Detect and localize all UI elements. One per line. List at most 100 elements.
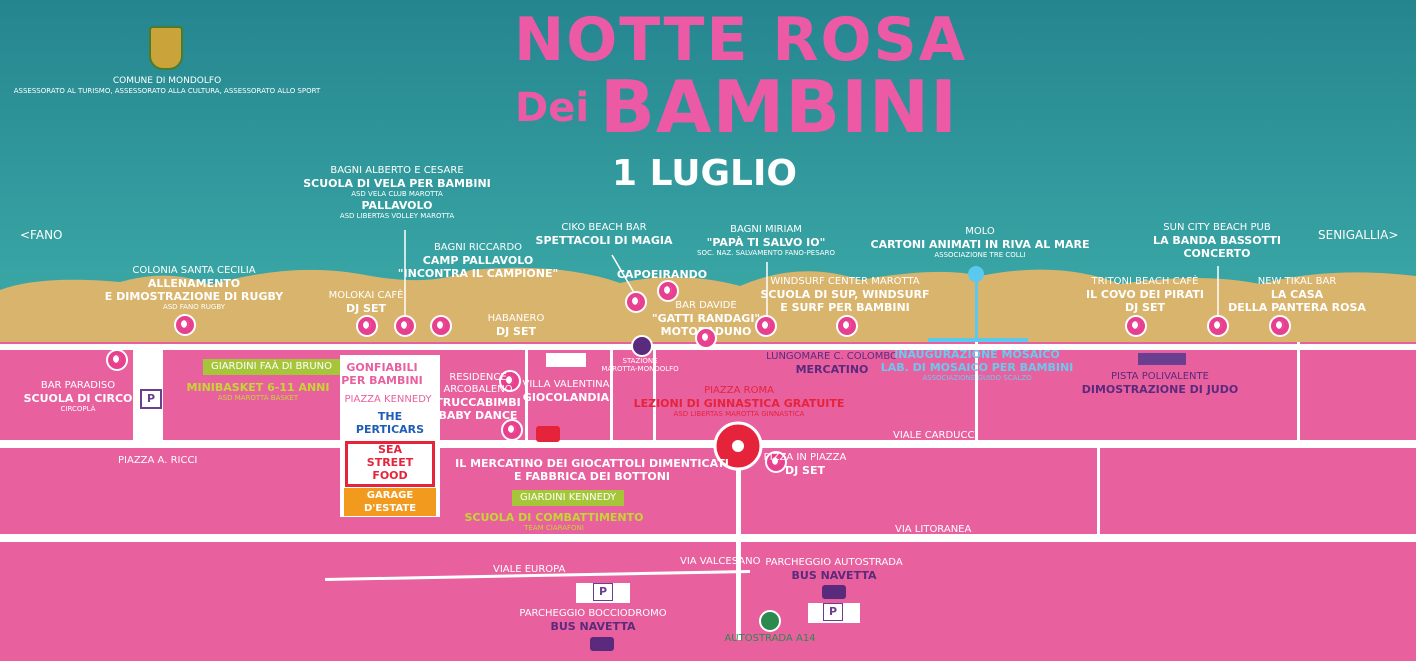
event-name: SCUOLA DI VELA PER BAMBINI xyxy=(303,177,491,190)
event-name: DIMOSTRAZIONE DI JUDO xyxy=(1081,383,1239,396)
event-name: PALLAVOLO xyxy=(361,199,433,212)
windsurf-center-label: WINDSURF CENTER MAROTTA SCUOLA DI SUP, W… xyxy=(761,276,930,314)
ciko-beach-bar-label: CIKO BEACH BAR SPETTACOLI DI MAGIA xyxy=(536,222,673,247)
road-label-via-litoranea: VIA LITORANEA xyxy=(895,524,972,535)
place-name: PIZZA IN PIAZZA xyxy=(763,452,847,463)
place-name: ARCOBALENO xyxy=(443,384,513,395)
parking-icon[interactable]: P xyxy=(140,389,162,409)
pin-icon[interactable] xyxy=(106,349,128,371)
road-segment xyxy=(610,350,613,442)
residence-arcobaleno-label: RESIDENCE ARCOBALENO TRUCCABIMBI BABY DA… xyxy=(435,372,520,422)
place-name: PARCHEGGIO BOCCIODROMO xyxy=(519,608,667,619)
event-name: INAUGURAZIONE MOSAICO xyxy=(894,348,1060,361)
piazza-roma-center xyxy=(732,440,744,452)
event-name: IL COVO DEI PIRATI xyxy=(1085,288,1205,301)
event-name: MERCATINO xyxy=(795,363,869,376)
pin-icon[interactable] xyxy=(695,327,717,349)
title-dei: Dei xyxy=(515,85,590,131)
road-label-viale-carducci: VIALE CARDUCCI xyxy=(562,439,647,450)
place-name: MOLOKAI CAFÈ xyxy=(328,290,404,301)
place-name: NEW TIKAL BAR xyxy=(1257,276,1337,287)
road-label-viale-europa: VIALE EUROPA xyxy=(493,564,566,575)
event-name: GONFIABILI xyxy=(346,361,418,374)
event-name: LEZIONI DI GINNASTICA GRATUITE xyxy=(633,397,845,410)
autostrada-icon[interactable] xyxy=(759,610,781,632)
pin-icon[interactable] xyxy=(394,315,416,337)
pin-icon[interactable] xyxy=(501,419,523,441)
road-segment xyxy=(525,350,528,442)
event-name: SCUOLA DI SUP, WINDSURF xyxy=(760,288,930,301)
comune-crest-icon xyxy=(149,26,183,70)
pin-icon[interactable] xyxy=(625,291,647,313)
org-name: ASD MAROTTA BASKET xyxy=(217,394,299,402)
molo-pin xyxy=(968,266,984,282)
bus-icon[interactable] xyxy=(590,637,614,651)
bus-icon[interactable] xyxy=(822,585,846,599)
molo-pier xyxy=(975,270,978,342)
parking-icon[interactable]: P xyxy=(823,603,843,621)
piazza-roma-label: PIAZZA ROMA LEZIONI DI GINNASTICA GRATUI… xyxy=(634,385,845,419)
event-name: MINIBASKET 6-11 ANNI xyxy=(186,381,330,394)
pin-icon[interactable] xyxy=(836,315,858,337)
sea-area xyxy=(0,0,1416,300)
molokai-label: MOLOKAI CAFÈ DJ SET xyxy=(329,290,404,315)
event-name: E DIMOSTRAZIONE DI RUGBY xyxy=(104,290,284,303)
event-name: LA CASA xyxy=(1270,288,1324,301)
pista-polivalente-label: PISTA POLIVALENTE DIMOSTRAZIONE DI JUDO xyxy=(1082,371,1238,396)
pin-icon[interactable] xyxy=(657,280,679,302)
road-segment xyxy=(1097,448,1100,534)
event-name: CAMP PALLAVOLO xyxy=(422,254,534,267)
scuola-combattimento-label: SCUOLA DI COMBATTIMENTO TEAM CIARAFONI xyxy=(465,511,644,533)
event-name: DELLA PANTERA ROSA xyxy=(1228,301,1366,314)
org-name: ASD FANO RUGBY xyxy=(162,303,226,311)
garage-label: GARAGE D'ESTATE xyxy=(344,488,436,516)
parking-icon[interactable]: P xyxy=(593,583,613,601)
via-valcesano-road xyxy=(736,448,741,640)
mercatino-giocattoli-label: IL MERCATINO DEI GIOCATTOLI DIMENTICATI … xyxy=(455,457,729,483)
stazione-label: STAZIONE MAROTTA-MONDOLFO xyxy=(601,357,678,373)
org-name: ASD LIBERTAS VOLLEY MAROTTA xyxy=(339,212,455,220)
assessorato-text: ASSESSORATO AL TURISMO, ASSESSORATO ALLA… xyxy=(13,87,321,95)
villa-valentina-label: VILLA VALENTINA GIOCOLANDIA xyxy=(523,379,610,404)
pin-icon[interactable] xyxy=(1125,315,1147,337)
pin-icon[interactable] xyxy=(430,315,452,337)
place-name: BAGNI ALBERTO E CESARE xyxy=(330,165,464,176)
sun-city-label: SUN CITY BEACH PUB LA BANDA BASSOTTI CON… xyxy=(1153,222,1281,260)
event-name: TRUCCABIMBI xyxy=(435,396,521,409)
event-name: LA BANDA BASSOTTI xyxy=(1153,234,1281,247)
org-name: ASSOCIAZIONE GUIDO SCALZO xyxy=(922,374,1032,382)
event-name: ALLENAMENTO xyxy=(147,277,241,290)
place-name: RESIDENCE xyxy=(449,372,507,383)
org-name: SOC. NAZ. SALVAMENTO FANO-PESARO xyxy=(697,249,835,257)
viale-carducci-road xyxy=(0,440,1416,448)
habanero-label: HABANERO DJ SET xyxy=(488,313,545,338)
event-name: DJ SET xyxy=(784,464,825,477)
pin-icon[interactable] xyxy=(174,314,196,336)
bus-icon[interactable] xyxy=(631,335,653,357)
place-name: VILLA VALENTINA xyxy=(522,379,610,390)
place-name: BAR PARADISO xyxy=(40,380,116,391)
villa-valentina-marker xyxy=(546,353,586,367)
town-area xyxy=(0,342,1416,661)
title-notte-rosa: NOTTE ROSA xyxy=(514,5,968,75)
pin-icon[interactable] xyxy=(755,315,777,337)
place-name: WINDSURF CENTER MAROTTA xyxy=(770,276,920,287)
event-name: SCUOLA DI CIRCO xyxy=(23,392,133,405)
org-name: TEAM CIARAFONI xyxy=(524,524,584,532)
pin-icon[interactable] xyxy=(1269,315,1291,337)
event-name: DJ SET xyxy=(346,302,386,315)
event-name: SCUOLA DI COMBATTIMENTO xyxy=(464,511,644,524)
place-name: TRITONI BEACH CAFÈ xyxy=(1091,276,1199,287)
mosaico-label: INAUGURAZIONE MOSAICO LAB. DI MOSAICO PE… xyxy=(881,348,1074,383)
org-name: ASD VELA CLUB MAROTTA xyxy=(351,190,443,198)
road-label-viale-carducci-east: VIALE CARDUCCI xyxy=(893,430,978,441)
pin-icon[interactable] xyxy=(765,451,787,473)
gonfiabili-label: GONFIABILI PER BAMBINI xyxy=(341,361,423,387)
pizza-in-piazza-label: PIZZA IN PIAZZA DJ SET xyxy=(764,452,847,477)
pin-icon[interactable] xyxy=(356,315,378,337)
pin-icon[interactable] xyxy=(1207,315,1229,337)
colonia-santa-cecilia-label: COLONIA SANTA CECILIA ALLENAMENTO E DIMO… xyxy=(105,265,283,312)
pin-icon[interactable] xyxy=(499,370,521,392)
